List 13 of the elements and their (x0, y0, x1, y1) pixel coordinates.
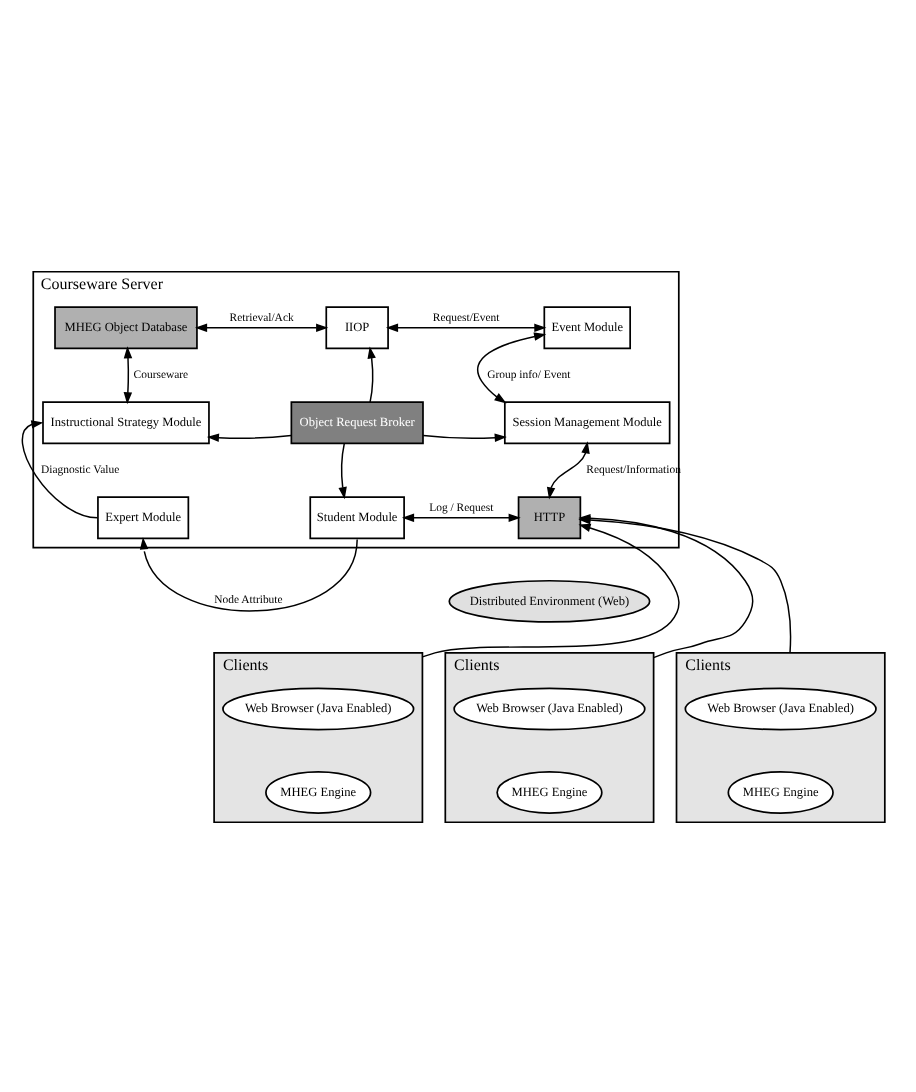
arrow (21, 419, 99, 518)
arrow (421, 522, 680, 657)
arrow (338, 441, 347, 499)
arrow (123, 345, 133, 404)
arrow (139, 536, 358, 611)
arrow (476, 331, 547, 403)
arrow (367, 345, 376, 402)
arrow (206, 432, 292, 441)
arrow (385, 322, 547, 332)
arrow (546, 440, 590, 499)
arrow (422, 432, 507, 441)
arrow (194, 322, 329, 332)
arrow (401, 512, 521, 522)
